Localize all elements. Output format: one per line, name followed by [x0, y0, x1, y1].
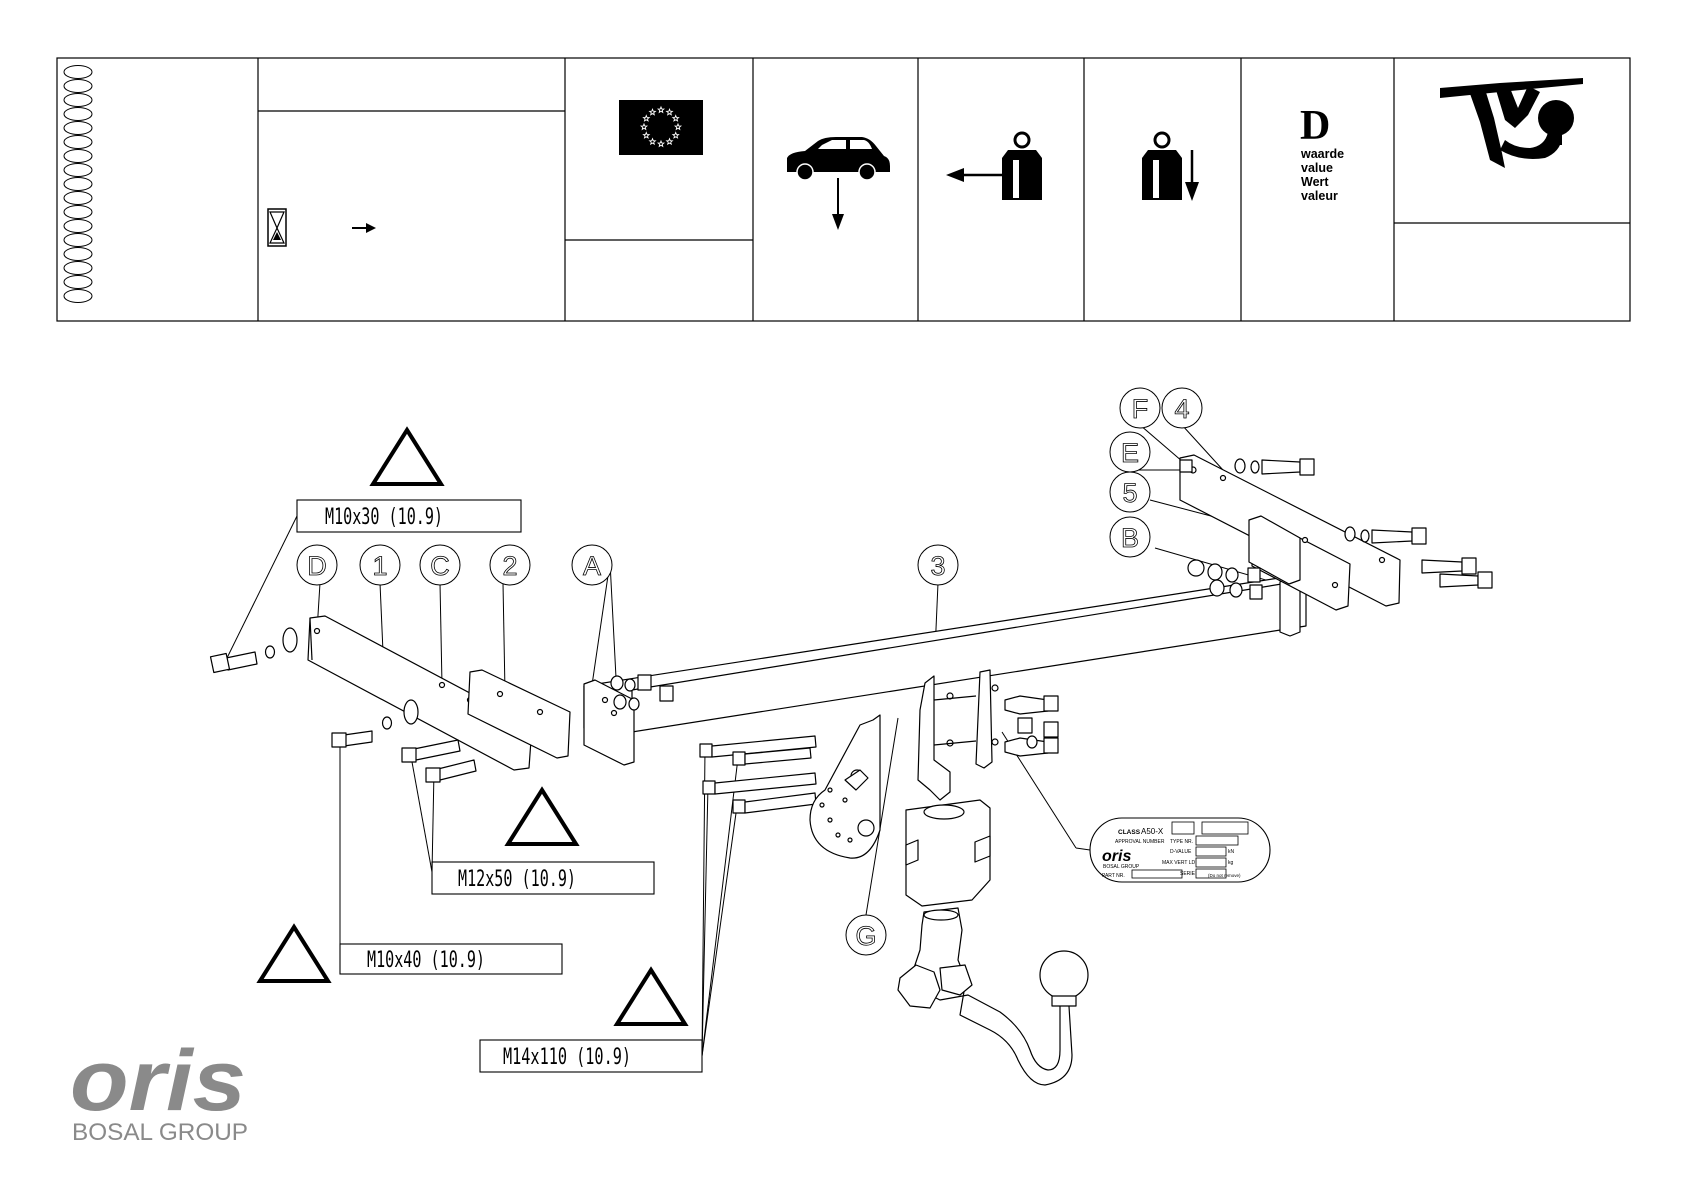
oris-logo-group: BOSAL GROUP — [72, 1119, 248, 1146]
callout-label-1: 1 — [372, 551, 387, 581]
callout-label-c: C — [430, 551, 450, 581]
callout-label-e: E — [1121, 438, 1139, 468]
callout-label-d: D — [307, 551, 327, 581]
eu-flag-icon — [619, 100, 703, 155]
towbar-type-icon — [1440, 78, 1583, 168]
callout-label-f: F — [1132, 394, 1149, 424]
fastener-label-m14x110: M14x110 (10.9) — [503, 1045, 631, 1070]
callout-label-g: G — [855, 921, 876, 951]
d-value-label-de: Wert — [1301, 175, 1329, 189]
callout-label-5: 5 — [1122, 478, 1137, 508]
type-plate-d-value-unit: kN — [1228, 849, 1235, 855]
d-value-block: D waarde value Wert valeur — [1300, 103, 1344, 203]
type-plate-class-value: A50-X — [1141, 827, 1164, 836]
socket-plate — [810, 715, 880, 858]
type-plate-footer: (Do not remove) — [1208, 873, 1241, 878]
warning-triangle-icon — [617, 970, 685, 1024]
type-plate-class-label: CLASS — [1118, 829, 1141, 836]
callout-label-3: 3 — [930, 551, 945, 581]
type-plate-approval-label: APPROVAL NUMBER — [1115, 839, 1165, 845]
type-plate-brand-sub: BOSAL GROUP — [1103, 864, 1140, 870]
arrow-right-icon — [352, 223, 376, 233]
type-plate-type-nr-label: TYPE NR. — [1170, 839, 1193, 845]
towbar-exploded-drawing — [211, 455, 1492, 1085]
mounting-bracket — [918, 676, 950, 800]
trailer-mass-icon — [946, 133, 1042, 200]
header-table — [57, 58, 1630, 321]
fastener-label-m12x50: M12x50 (10.9) — [458, 867, 576, 892]
d-value-label-en: value — [1301, 161, 1333, 175]
vehicle-weight-icon — [787, 137, 890, 230]
type-plate-d-value-label: D-VALUE — [1170, 849, 1192, 855]
callout-label-a: A — [583, 551, 601, 581]
vertical-load-icon — [1142, 133, 1199, 201]
type-plate-max-vert-label: MAX VERT LD — [1162, 860, 1196, 866]
oris-logo: oris BOSAL GROUP — [70, 1033, 248, 1146]
type-plate-max-vert-unit: kg — [1228, 860, 1234, 866]
crossbar-3 — [584, 576, 1306, 732]
warning-triangle-icon — [373, 430, 441, 484]
type-plate: CLASS A50-X APPROVAL NUMBER TYPE NR. D-V… — [1090, 818, 1270, 882]
callout-label-b: B — [1121, 523, 1139, 553]
detachable-ball-neck — [914, 908, 1072, 1085]
fastener-label-m10x40: M10x40 (10.9) — [367, 948, 485, 973]
warning-triangle-icon — [260, 927, 328, 981]
callout-label-4: 4 — [1174, 394, 1189, 424]
type-plate-part-nr-label: PART NR. — [1102, 873, 1125, 879]
type-plate-serie-label: SERIE — [1180, 871, 1196, 877]
d-value-label-nl: waarde — [1300, 147, 1344, 161]
language-oval-list — [64, 66, 92, 303]
fastener-label-m10x30: M10x30 (10.9) — [325, 505, 443, 530]
d-value-label-fr: valeur — [1301, 189, 1338, 203]
type-plate-brand: oris — [1102, 848, 1131, 865]
callout-label-2: 2 — [502, 551, 517, 581]
fastener-set-center — [1005, 696, 1058, 756]
warning-triangle-icon — [508, 790, 576, 844]
oris-logo-wordmark: oris — [70, 1033, 246, 1129]
production-period-icon — [268, 209, 286, 246]
d-value-symbol: D — [1300, 103, 1330, 149]
